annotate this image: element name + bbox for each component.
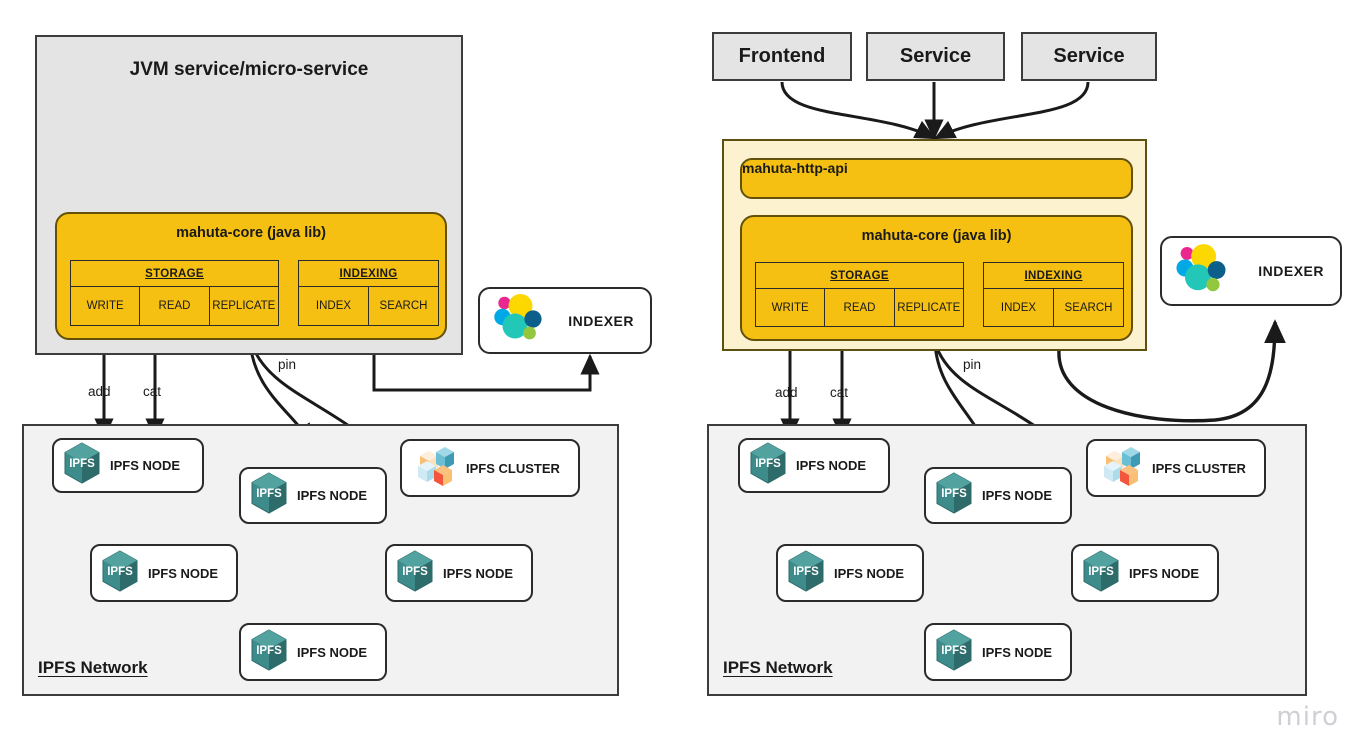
mahuta-http-api-label: mahuta-http-api [742, 160, 848, 176]
edge-label-add-left: add [88, 384, 111, 399]
ipfs-network-title-right: IPFS Network [723, 658, 833, 677]
edge-label-add-right: add [775, 385, 798, 400]
miro-watermark: miro [1276, 702, 1339, 732]
node-label: IPFS CLUSTER [466, 460, 560, 476]
ipfs-cube-icon: IPFS [934, 628, 974, 677]
svg-text:IPFS: IPFS [256, 488, 282, 500]
edge-label-pin-left: pin [278, 357, 297, 372]
svg-text:IPFS: IPFS [1088, 566, 1114, 578]
client-label: Service [899, 45, 972, 67]
indexing-group-right: INDEXING INDEX SEARCH [983, 262, 1124, 327]
storage-header-right: STORAGE [756, 263, 963, 289]
ipfs-node-top-left-r[interactable]: IPFS IPFS NODE [738, 438, 890, 493]
mahuta-core-right: mahuta-core (java lib) STORAGE WRITE REA… [740, 215, 1133, 341]
cell-write-right[interactable]: WRITE [756, 289, 826, 326]
ipfs-cluster-l[interactable]: IPFS CLUSTER [400, 439, 580, 497]
node-label: IPFS NODE [443, 565, 514, 581]
ipfs-cluster-icon [1096, 442, 1144, 495]
client-label: Frontend [738, 45, 826, 67]
cell-search-right[interactable]: SEARCH [1064, 301, 1113, 314]
svg-text:IPFS: IPFS [755, 458, 781, 470]
node-label: IPFS NODE [982, 644, 1053, 660]
jvm-service-title: JVM service/micro-service [129, 59, 369, 80]
client-service-box-2[interactable]: Service [1021, 32, 1157, 81]
ipfs-cube-icon: IPFS [100, 549, 140, 598]
cell-read-left[interactable]: READ [140, 287, 210, 325]
indexing-group-left: INDEXING INDEX SEARCH [298, 260, 439, 326]
cell-replicate-right[interactable]: REPLICATE [897, 301, 961, 314]
cell-index-left[interactable]: INDEX [299, 287, 369, 325]
indexing-header-left: INDEXING [299, 261, 438, 287]
node-label: IPFS NODE [834, 565, 905, 581]
storage-cells-left: WRITE READ REPLICATE [71, 287, 278, 325]
ipfs-cube-icon: IPFS [249, 628, 289, 677]
client-label: Service [1053, 45, 1125, 67]
node-label: IPFS CLUSTER [1152, 460, 1246, 476]
storage-cells-right: WRITE READ REPLICATE [756, 289, 963, 326]
indexing-cells-right: INDEX SEARCH [984, 289, 1123, 326]
ipfs-cube-icon: IPFS [395, 549, 435, 598]
indexing-cells-left: INDEX SEARCH [299, 287, 438, 325]
ipfs-node-bottom-center-l[interactable]: IPFS IPFS NODE [239, 623, 387, 681]
client-frontend-box[interactable]: Frontend [712, 32, 852, 81]
edge-label-cat-right: cat [830, 385, 849, 400]
node-label: IPFS NODE [148, 565, 219, 581]
cell-read-right[interactable]: READ [825, 289, 895, 326]
edge-label-cat-left: cat [143, 384, 162, 399]
mahuta-core-label-left: mahuta-core (java lib) [176, 225, 326, 241]
node-label: IPFS NODE [110, 458, 181, 473]
ipfs-cube-icon: IPFS [62, 441, 102, 490]
svg-text:IPFS: IPFS [941, 645, 967, 657]
node-label: IPFS NODE [297, 488, 368, 503]
cell-index-right[interactable]: INDEX [984, 289, 1054, 326]
ipfs-node-bottom-left-r[interactable]: IPFS IPFS NODE [776, 544, 924, 602]
storage-header-left: STORAGE [71, 261, 278, 287]
ipfs-cube-icon: IPFS [249, 471, 289, 520]
ipfs-cluster-icon [410, 442, 458, 495]
cell-replicate-left[interactable]: REPLICATE [212, 300, 276, 312]
ipfs-cube-icon: IPFS [786, 549, 826, 598]
indexer-label-right: INDEXER [1258, 263, 1324, 279]
svg-text:IPFS: IPFS [402, 566, 428, 578]
node-label: IPFS NODE [982, 488, 1053, 503]
ipfs-cluster-r[interactable]: IPFS CLUSTER [1086, 439, 1266, 497]
indexer-label-left: INDEXER [568, 312, 634, 329]
node-label: IPFS NODE [1129, 565, 1200, 581]
svg-text:IPFS: IPFS [793, 566, 819, 578]
ipfs-cube-icon: IPFS [934, 471, 974, 520]
ipfs-node-bottom-left-l[interactable]: IPFS IPFS NODE [90, 544, 238, 602]
elasticsearch-logo-icon [490, 291, 544, 350]
client-service-box-1[interactable]: Service [866, 32, 1005, 81]
storage-group-right: STORAGE WRITE READ REPLICATE [755, 262, 964, 327]
ipfs-node-middle-l[interactable]: IPFS IPFS NODE [239, 467, 387, 524]
svg-text:IPFS: IPFS [107, 566, 133, 578]
ipfs-cube-icon: IPFS [748, 441, 788, 490]
svg-text:IPFS: IPFS [256, 645, 282, 657]
storage-group-left: STORAGE WRITE READ REPLICATE [70, 260, 279, 326]
ipfs-node-top-left-l[interactable]: IPFS IPFS NODE [52, 438, 204, 493]
ipfs-node-bottom-right-r[interactable]: IPFS IPFS NODE [1071, 544, 1219, 602]
mahuta-core-left: mahuta-core (java lib) STORAGE WRITE REA… [55, 212, 447, 340]
ipfs-network-title-left: IPFS Network [38, 658, 148, 677]
svg-text:IPFS: IPFS [69, 458, 95, 470]
node-label: IPFS NODE [796, 458, 867, 473]
ipfs-node-bottom-right-l[interactable]: IPFS IPFS NODE [385, 544, 533, 602]
cell-write-left[interactable]: WRITE [71, 287, 141, 325]
indexing-header-right: INDEXING [984, 263, 1123, 289]
svg-text:IPFS: IPFS [941, 488, 967, 500]
ipfs-cube-icon: IPFS [1081, 549, 1121, 598]
ipfs-node-middle-r[interactable]: IPFS IPFS NODE [924, 467, 1072, 524]
node-label: IPFS NODE [297, 644, 368, 660]
edge-label-pin-right: pin [963, 357, 982, 372]
indexer-box-right[interactable]: INDEXER [1160, 236, 1342, 306]
ipfs-node-bottom-center-r[interactable]: IPFS IPFS NODE [924, 623, 1072, 681]
mahuta-core-label-right: mahuta-core (java lib) [861, 228, 1012, 244]
elasticsearch-logo-icon [1172, 241, 1228, 302]
cell-search-left[interactable]: SEARCH [379, 300, 428, 312]
indexer-box-left[interactable]: INDEXER [478, 287, 652, 354]
mahuta-http-api-box[interactable]: mahuta-http-api [740, 158, 1133, 199]
